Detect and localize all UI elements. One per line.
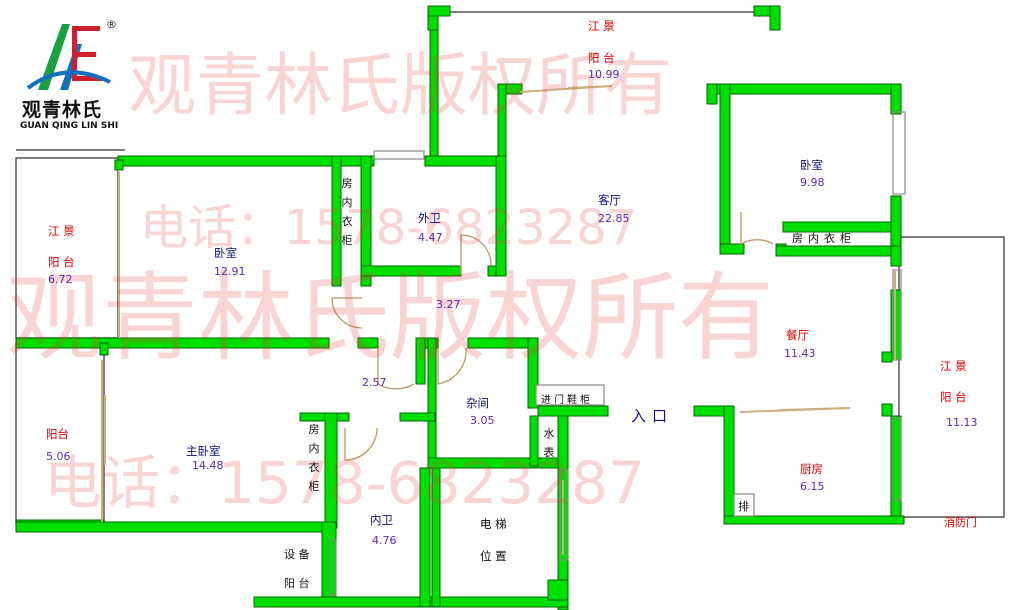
- storage-area: 3.05: [470, 414, 495, 427]
- bedroom-left-area: 12.91: [214, 265, 246, 278]
- inner-bath-title: 内卫: [370, 513, 393, 527]
- water-meter: 水表: [543, 427, 555, 459]
- sliding-doors: [101, 85, 896, 555]
- left-balcony-area: 6.72: [48, 273, 73, 286]
- bedroom-right-area: 9.98: [800, 176, 825, 189]
- equip-balcony-title: 设 备: [284, 548, 310, 561]
- corridor-area: 3.27: [436, 298, 461, 311]
- bedroom-left-title: 卧室: [214, 246, 237, 260]
- top-balcony-area: 10.99: [588, 68, 620, 81]
- logo-mark-icon: [26, 24, 111, 90]
- guest-bath-area: 4.47: [418, 231, 443, 244]
- walls: [15, 5, 905, 610]
- exhaust-label: 排: [738, 500, 749, 513]
- master-bedroom-title: 主卧室: [186, 444, 221, 458]
- wardrobe-master-bedroom: 房内衣柜: [308, 423, 320, 493]
- windows: [329, 111, 906, 596]
- storage-title: 杂间: [466, 396, 489, 410]
- right-balcony-sub: 阳 台: [940, 390, 967, 404]
- fire-door-label: 消防门: [944, 516, 977, 529]
- guest-bath-title: 外卫: [418, 211, 441, 225]
- elevator-sub: 位 置: [480, 549, 507, 563]
- living-title: 客厅: [598, 193, 621, 207]
- logo-name-en: GUAN QING LIN SHI: [20, 121, 119, 131]
- inner-bath-area: 4.76: [372, 534, 397, 547]
- master-bedroom-area: 14.48: [192, 459, 224, 472]
- master-balcony-area: 5.06: [46, 450, 71, 463]
- kitchen-title: 厨房: [800, 462, 823, 476]
- entry-label: 入口: [631, 407, 674, 425]
- registered-mark: ®: [106, 18, 117, 31]
- right-balcony-title: 江 景: [940, 359, 967, 373]
- living-area: 22.85: [598, 212, 630, 225]
- corridor2-area: 2.57: [362, 376, 387, 389]
- dining-title: 餐厅: [786, 328, 809, 342]
- wardrobe-left-bedroom: 房内衣柜: [341, 177, 353, 247]
- logo-name-cn: 观青林氏: [22, 99, 103, 121]
- left-balcony-title: 江 景: [48, 224, 75, 238]
- master-balcony-title: 阳台: [46, 427, 69, 441]
- left-balcony-sub: 阳 台: [48, 255, 75, 269]
- bedroom-right-title: 卧室: [800, 158, 823, 172]
- door-swings: [331, 212, 774, 461]
- right-balcony-area: 11.13: [946, 416, 978, 429]
- dining-area: 11.43: [784, 347, 816, 360]
- kitchen-area: 6.15: [800, 480, 825, 493]
- logo: ®: [10, 10, 130, 146]
- wardrobe-right-bedroom: 房内衣柜: [792, 232, 856, 245]
- elevator-title: 电 梯: [480, 517, 507, 531]
- top-balcony-sub: 阳 台: [588, 51, 615, 65]
- equip-balcony-sub: 阳 台: [284, 577, 310, 590]
- top-balcony-title: 江 景: [588, 19, 615, 33]
- shoe-cabinet: 进门鞋柜: [541, 395, 593, 406]
